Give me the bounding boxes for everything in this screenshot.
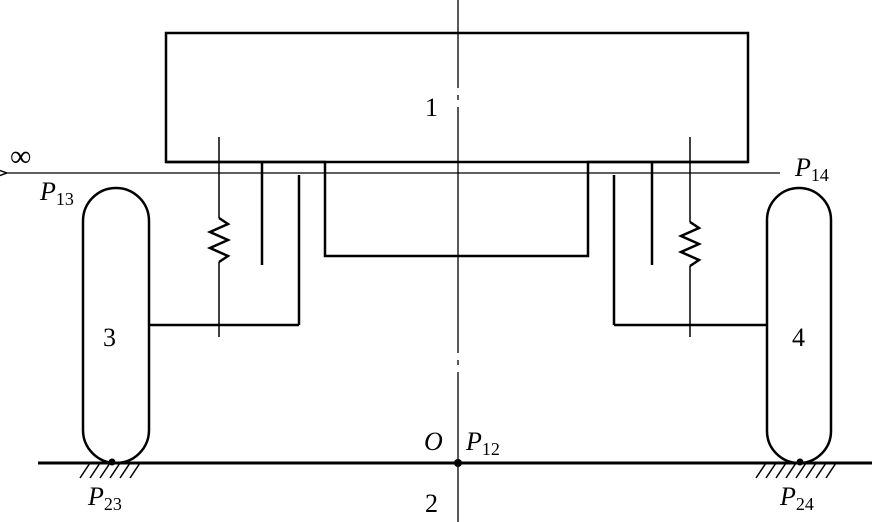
label-origin: O [424,427,443,456]
label-p24-letter: P [779,482,796,511]
label-p24: P24 [779,482,814,514]
label-wheel-4: 4 [792,323,805,352]
right-spring [677,220,703,268]
point-p24-dot [796,458,804,466]
point-p23-dot [108,458,116,466]
label-wheel-3: 3 [103,323,116,352]
label-p12: P12 [465,427,500,459]
label-p23-letter: P [87,482,104,511]
left-suspension [149,137,301,337]
ground-hatch-right [755,462,837,479]
label-p13-letter: P [39,177,56,206]
left-wheel [81,186,151,465]
label-p24-sub: 24 [796,494,814,514]
infinity-symbol: ∞ [10,140,31,173]
label-p12-sub: 12 [482,439,500,459]
label-p23: P23 [87,482,122,514]
label-ground-2: 2 [425,489,438,518]
label-p12-letter: P [465,427,482,456]
label-p13: P13 [39,177,74,209]
label-p14-letter: P [794,153,811,182]
ground-hatch-left [79,462,141,479]
point-p12-dot [454,459,462,467]
label-p23-sub: 23 [104,494,122,514]
label-p14: P14 [794,153,829,185]
label-p14-sub: 14 [811,165,829,185]
car-body-lower-step [166,160,748,258]
car-body [164,31,750,258]
car-body-upper-rect [164,31,750,164]
right-suspension [612,137,767,337]
left-spring [206,216,232,264]
label-body-1: 1 [425,93,438,122]
label-p13-sub: 13 [56,189,74,209]
